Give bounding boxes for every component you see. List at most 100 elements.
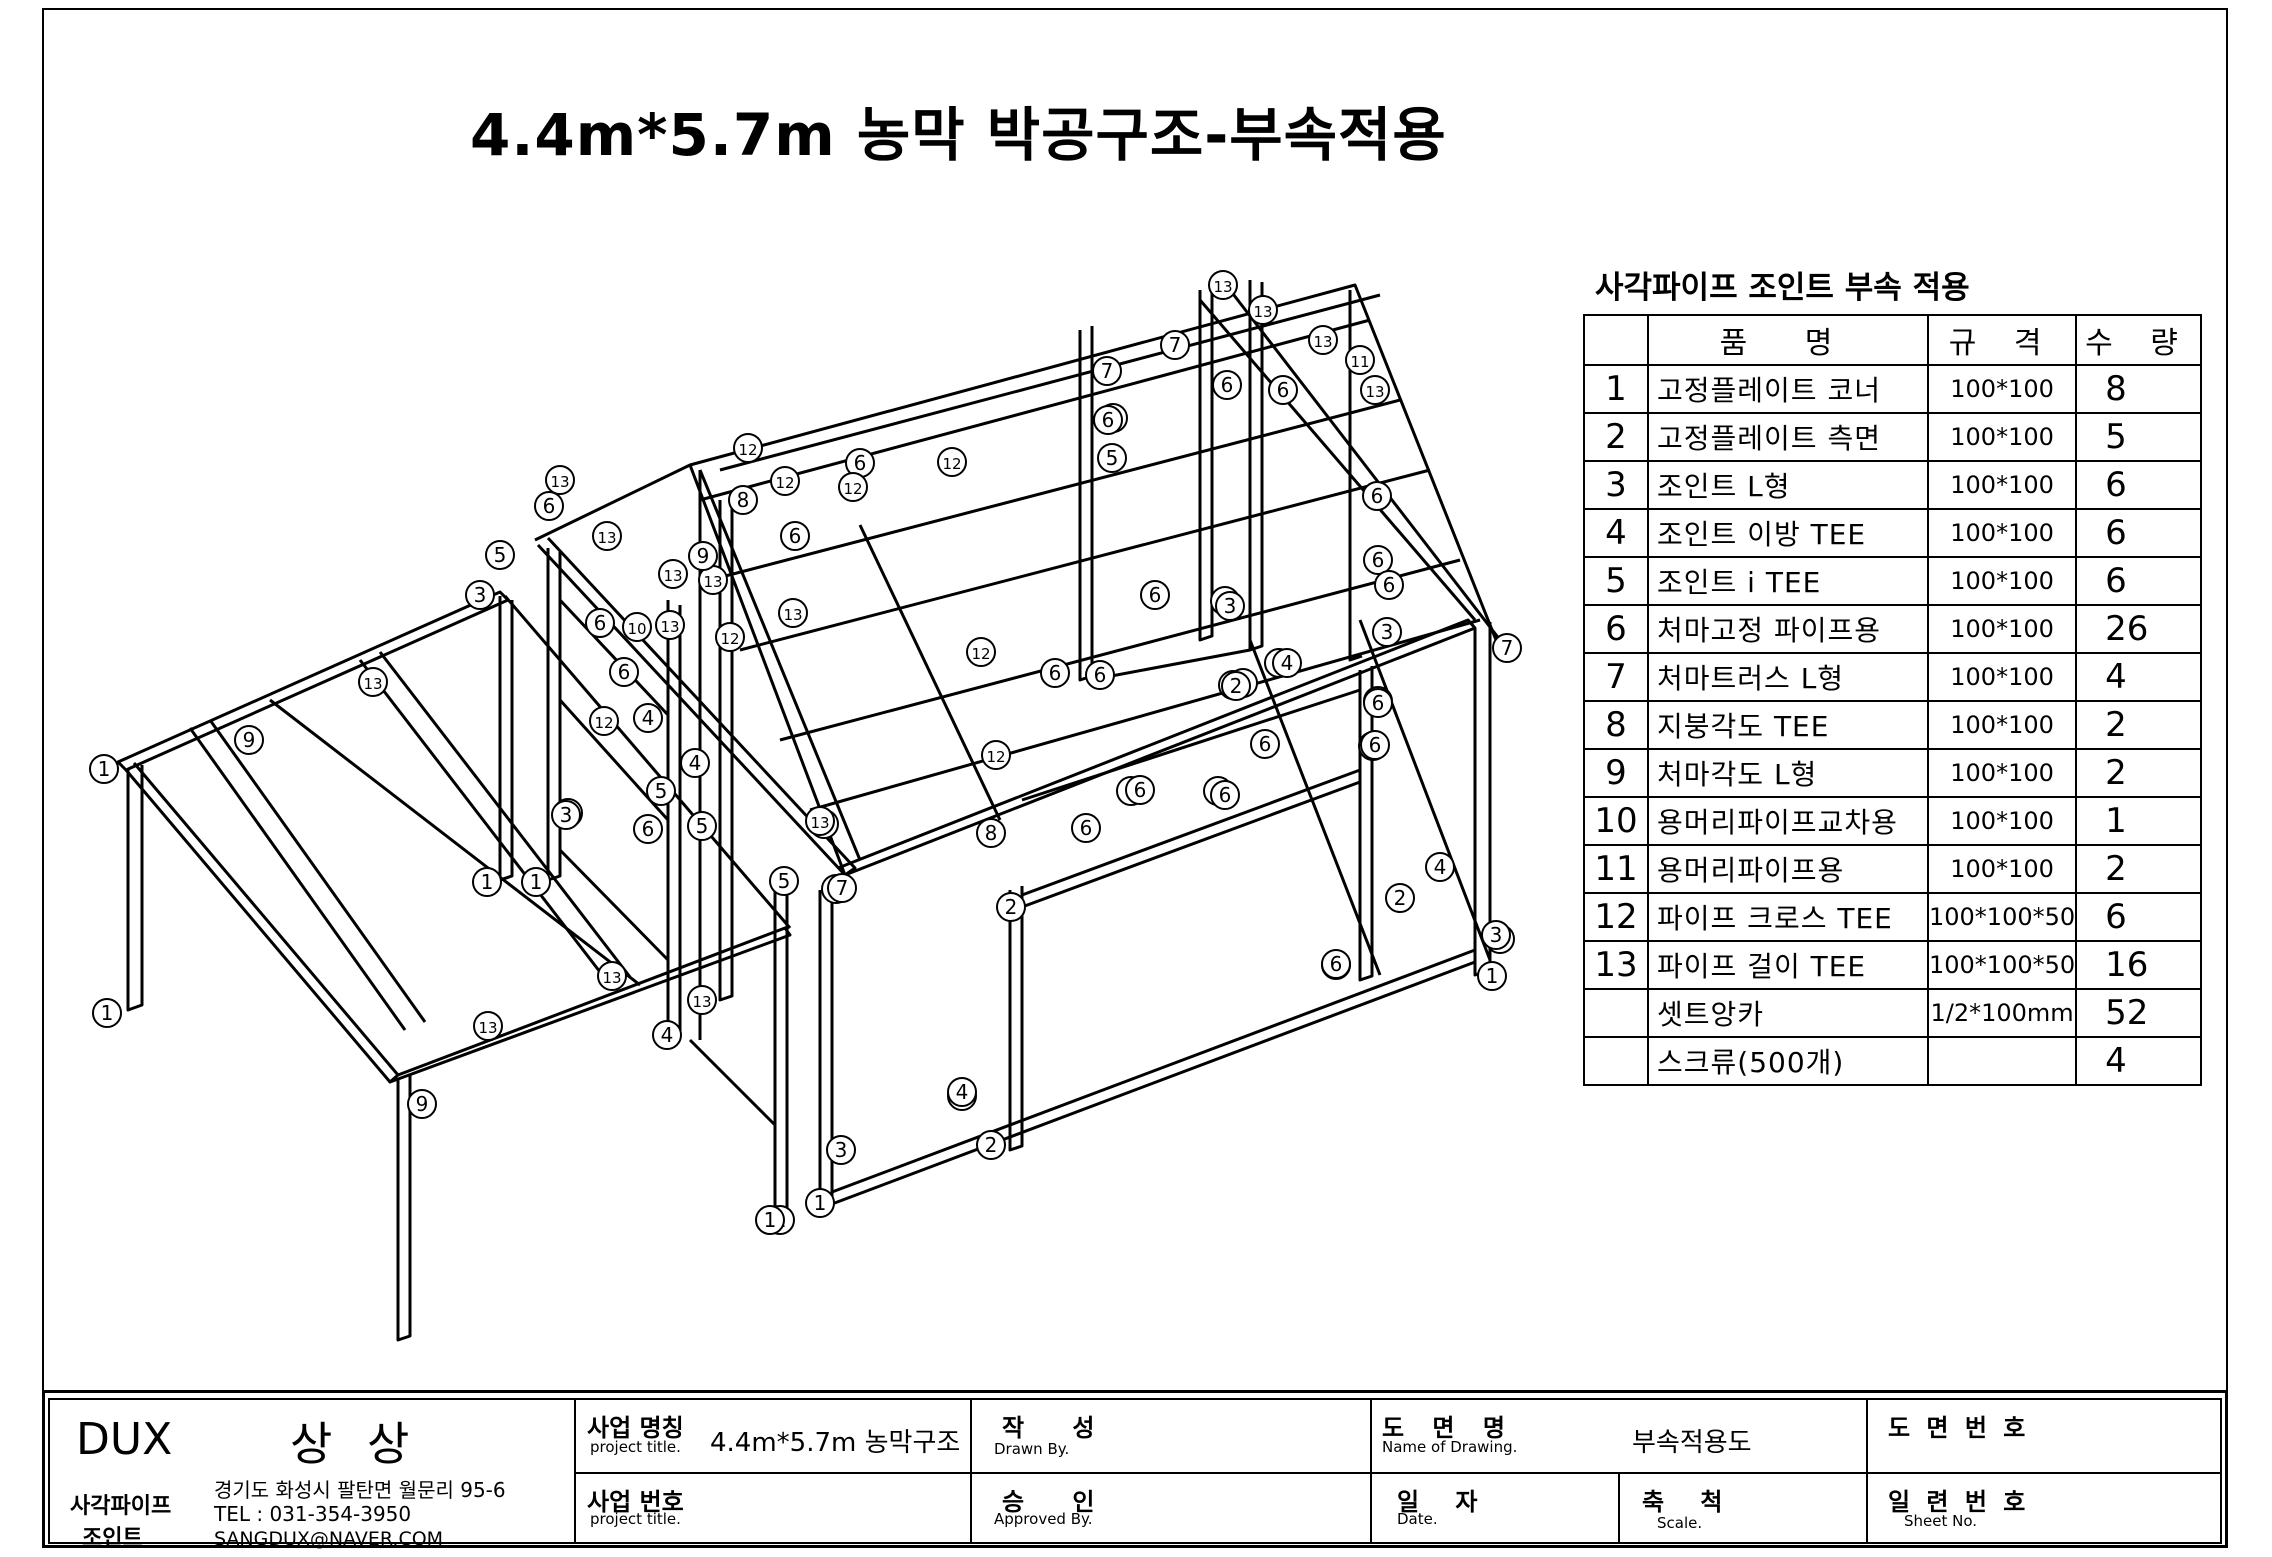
- callout-label: 4: [689, 751, 702, 775]
- callout-label: 6: [1383, 573, 1396, 597]
- callout-label: 13: [602, 969, 621, 987]
- callout-circle: [680, 748, 710, 778]
- part-callout: 6: [1363, 688, 1393, 718]
- bom-item-quantity: 26: [2075, 604, 2202, 654]
- bom-item-number: 12: [1583, 892, 1649, 942]
- callout-label: 6: [1134, 778, 1147, 802]
- date-sub: Date.: [1397, 1510, 1438, 1528]
- part-callout: 13: [473, 1011, 503, 1041]
- drawing-title: 4.4m*5.7m 농막 박공구조-부속적용: [470, 101, 1447, 169]
- callout-label: 13: [703, 573, 722, 591]
- date-label: 일 자: [1397, 1488, 1492, 1516]
- bom-item-quantity: 6: [2075, 556, 2202, 606]
- callout-label: 1: [530, 870, 543, 894]
- callout-label: 8: [737, 488, 750, 512]
- part-callout: 6: [585, 608, 615, 638]
- part-callout: 12: [589, 706, 619, 736]
- bom-item-quantity: 5: [2075, 412, 2202, 462]
- bom-item-quantity: 6: [2075, 460, 2202, 510]
- part-callout: 5: [485, 540, 515, 570]
- callout-label: 13: [810, 814, 829, 832]
- part-callout: 7: [1492, 633, 1522, 663]
- callout-circle: [1272, 648, 1302, 678]
- part-callout: 12: [981, 740, 1011, 770]
- callout-label: 4: [956, 1080, 969, 1104]
- callout-circle: [827, 873, 857, 903]
- bom-item-spec: 100*100: [1926, 796, 2078, 846]
- callout-circle: [89, 754, 119, 784]
- callout-circle: [838, 472, 868, 502]
- bom-item-quantity: 16: [2075, 940, 2202, 990]
- drawing-no-label: 도 면 번 호: [1888, 1414, 2030, 1442]
- part-callout: 1: [755, 1205, 785, 1235]
- callout-label: 6: [642, 817, 655, 841]
- bom-item-number: 2: [1583, 412, 1649, 462]
- part-callout: 12: [838, 472, 868, 502]
- callout-circle: [1268, 375, 1298, 405]
- bom-item-spec: 100*100: [1926, 508, 2078, 558]
- part-callout: 12: [966, 637, 996, 667]
- part-callout: 2: [996, 892, 1026, 922]
- part-callout: 4: [1272, 648, 1302, 678]
- callout-label: 4: [1281, 651, 1294, 675]
- callout-label: 6: [1149, 583, 1162, 607]
- title-block: DUX 상 상 사각파이프 조인트 경기도 화성시 팔탄면 월문리 95-6 T…: [42, 1390, 2228, 1551]
- bom-item-number: 8: [1583, 700, 1649, 750]
- bom-item-name: 고정플레이트 코너: [1647, 364, 1929, 414]
- callout-label: 1: [814, 1191, 827, 1215]
- callout-circle: [1385, 883, 1415, 913]
- callout-circle: [1321, 949, 1351, 979]
- callout-circle: [1125, 775, 1155, 805]
- callout-circle: [592, 521, 622, 551]
- scale-label: 축 척: [1642, 1488, 1737, 1516]
- bom-item-name: 조인트 이방 TEE: [1647, 508, 1929, 558]
- callout-label: 13: [1313, 333, 1332, 351]
- project-name-sub: project title.: [590, 1438, 681, 1456]
- callout-label: 3: [1224, 594, 1237, 618]
- callout-label: 5: [494, 543, 507, 567]
- callout-circle: [485, 540, 515, 570]
- part-callout: 7: [1160, 330, 1190, 360]
- callout-circle: [780, 521, 810, 551]
- callout-label: 13: [550, 473, 569, 491]
- callout-circle: [715, 622, 745, 652]
- part-callout: 12: [715, 622, 745, 652]
- callout-circle: [585, 608, 615, 638]
- part-callout: 7: [1092, 356, 1122, 386]
- part-callout: 6: [780, 521, 810, 551]
- callout-circle: [655, 610, 685, 640]
- part-callout: 8: [728, 485, 758, 515]
- bom-item-name: 용머리파이프교차용: [1647, 796, 1929, 846]
- callout-label: 6: [618, 660, 631, 684]
- callout-label: 4: [642, 706, 655, 730]
- callout-circle: [805, 806, 835, 836]
- part-callout: 13: [778, 598, 808, 628]
- part-callout: 13: [658, 559, 688, 589]
- part-callout: 6: [609, 657, 639, 687]
- callout-label: 9: [243, 728, 256, 752]
- callout-circle: [521, 867, 551, 897]
- part-callout: 6: [1321, 949, 1351, 979]
- callout-label: 13: [597, 529, 616, 547]
- callout-label: 13: [663, 567, 682, 585]
- bom-item-name: 처마각도 L형: [1647, 748, 1929, 798]
- bom-header-qty: 수 량: [2075, 314, 2202, 366]
- callout-circle: [1374, 570, 1404, 600]
- callout-circle: [633, 814, 663, 844]
- callout-label: 5: [1106, 446, 1119, 470]
- callout-label: 13: [783, 606, 802, 624]
- bom-header-row: 품 명 규 격 수 량: [1583, 314, 2202, 366]
- callout-label: 6: [854, 451, 867, 475]
- callout-label: 2: [985, 1133, 998, 1157]
- part-callout: 12: [733, 433, 763, 463]
- bom-title: 사각파이프 조인트 부속 적용: [1595, 270, 1970, 306]
